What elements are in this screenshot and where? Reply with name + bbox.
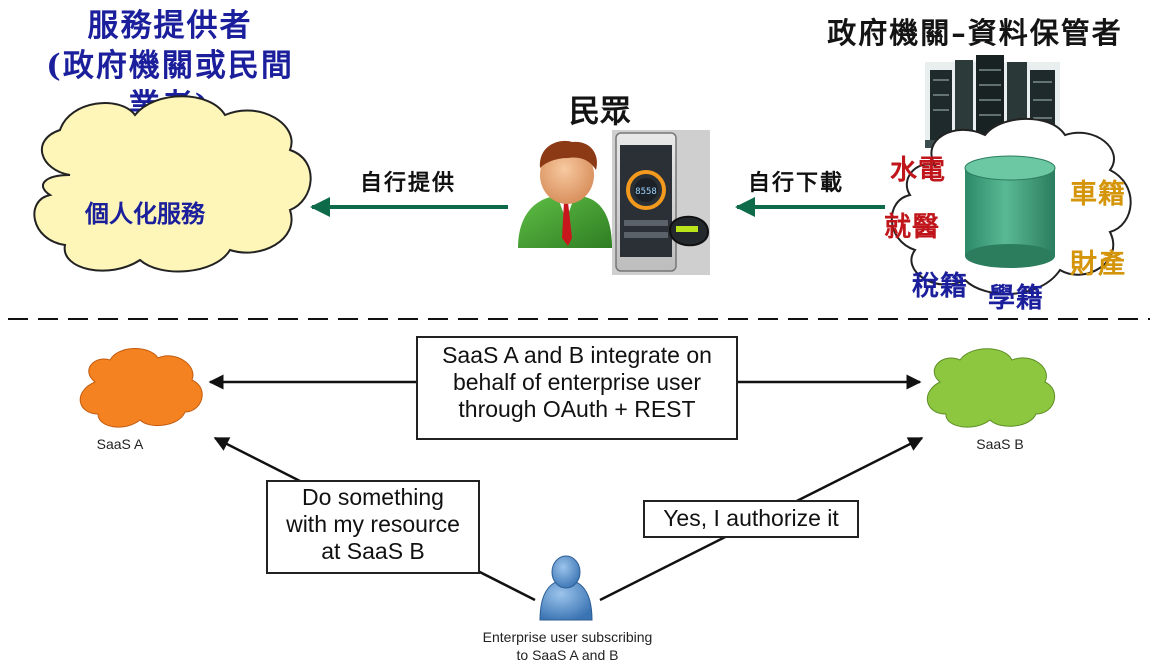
provider-title: 服務提供者 (政府機關或民間 業者) — [40, 6, 300, 126]
request-note-line-1: Do something — [302, 484, 444, 510]
database-cylinder-icon — [964, 155, 1056, 268]
download-arrow-label: 自行下載 — [748, 170, 845, 196]
enterprise-user-label-line-1: Enterprise user subscribing — [482, 629, 653, 645]
data-word-medical: 就醫 — [884, 212, 940, 243]
data-word-tax: 稅籍 — [912, 271, 968, 302]
request-note: Do something with my resource at SaaS B — [266, 480, 480, 574]
enterprise-user-label-line-2: to SaaS A and B — [516, 647, 619, 663]
request-note-line-2: with my resource — [286, 511, 460, 537]
phone-display: 8558 — [635, 187, 657, 197]
saas-b-cloud — [926, 348, 1056, 428]
provider-cloud — [33, 95, 312, 273]
integration-note-line-3: through OAuth + REST — [458, 396, 696, 422]
data-word-water-electric: 水電 — [890, 155, 946, 186]
data-word-vehicle: 車籍 — [1070, 179, 1126, 210]
data-word-property: 財產 — [1070, 249, 1126, 280]
request-note-line-3: at SaaS B — [321, 538, 425, 564]
provider-title-line-1: 服務提供者 — [87, 8, 253, 44]
integration-note-line-2: behalf of enterprise user — [452, 369, 702, 395]
enterprise-user-icon — [539, 555, 593, 621]
saas-a-cloud — [79, 348, 203, 428]
enterprise-user-label: Enterprise user subscribing to SaaS A an… — [425, 628, 710, 664]
data-word-school: 學籍 — [988, 283, 1044, 314]
integration-note: SaaS A and B integrate on behalf of ente… — [416, 336, 738, 440]
bottom-diagram-graphics — [79, 348, 1056, 621]
saas-b-label: SaaS B — [976, 436, 1024, 452]
integration-note-line-1: SaaS A and B integrate on — [442, 342, 712, 368]
provider-cloud-label: 個人化服務 — [85, 199, 205, 228]
citizen-title: 民眾 — [569, 94, 631, 130]
top-diagram-graphics: 8558 — [8, 55, 1150, 320]
citizen-avatar-icon — [518, 140, 612, 248]
authorize-note: Yes, I authorize it — [643, 500, 859, 538]
provide-arrow-label: 自行提供 — [360, 170, 457, 196]
custodian-title: 政府機關–資料保管者 — [827, 16, 1123, 50]
smartphone-icon: 8558 — [612, 130, 710, 275]
provider-title-line-2: (政府機關或民間 — [46, 48, 294, 84]
saas-a-label: SaaS A — [96, 436, 144, 452]
